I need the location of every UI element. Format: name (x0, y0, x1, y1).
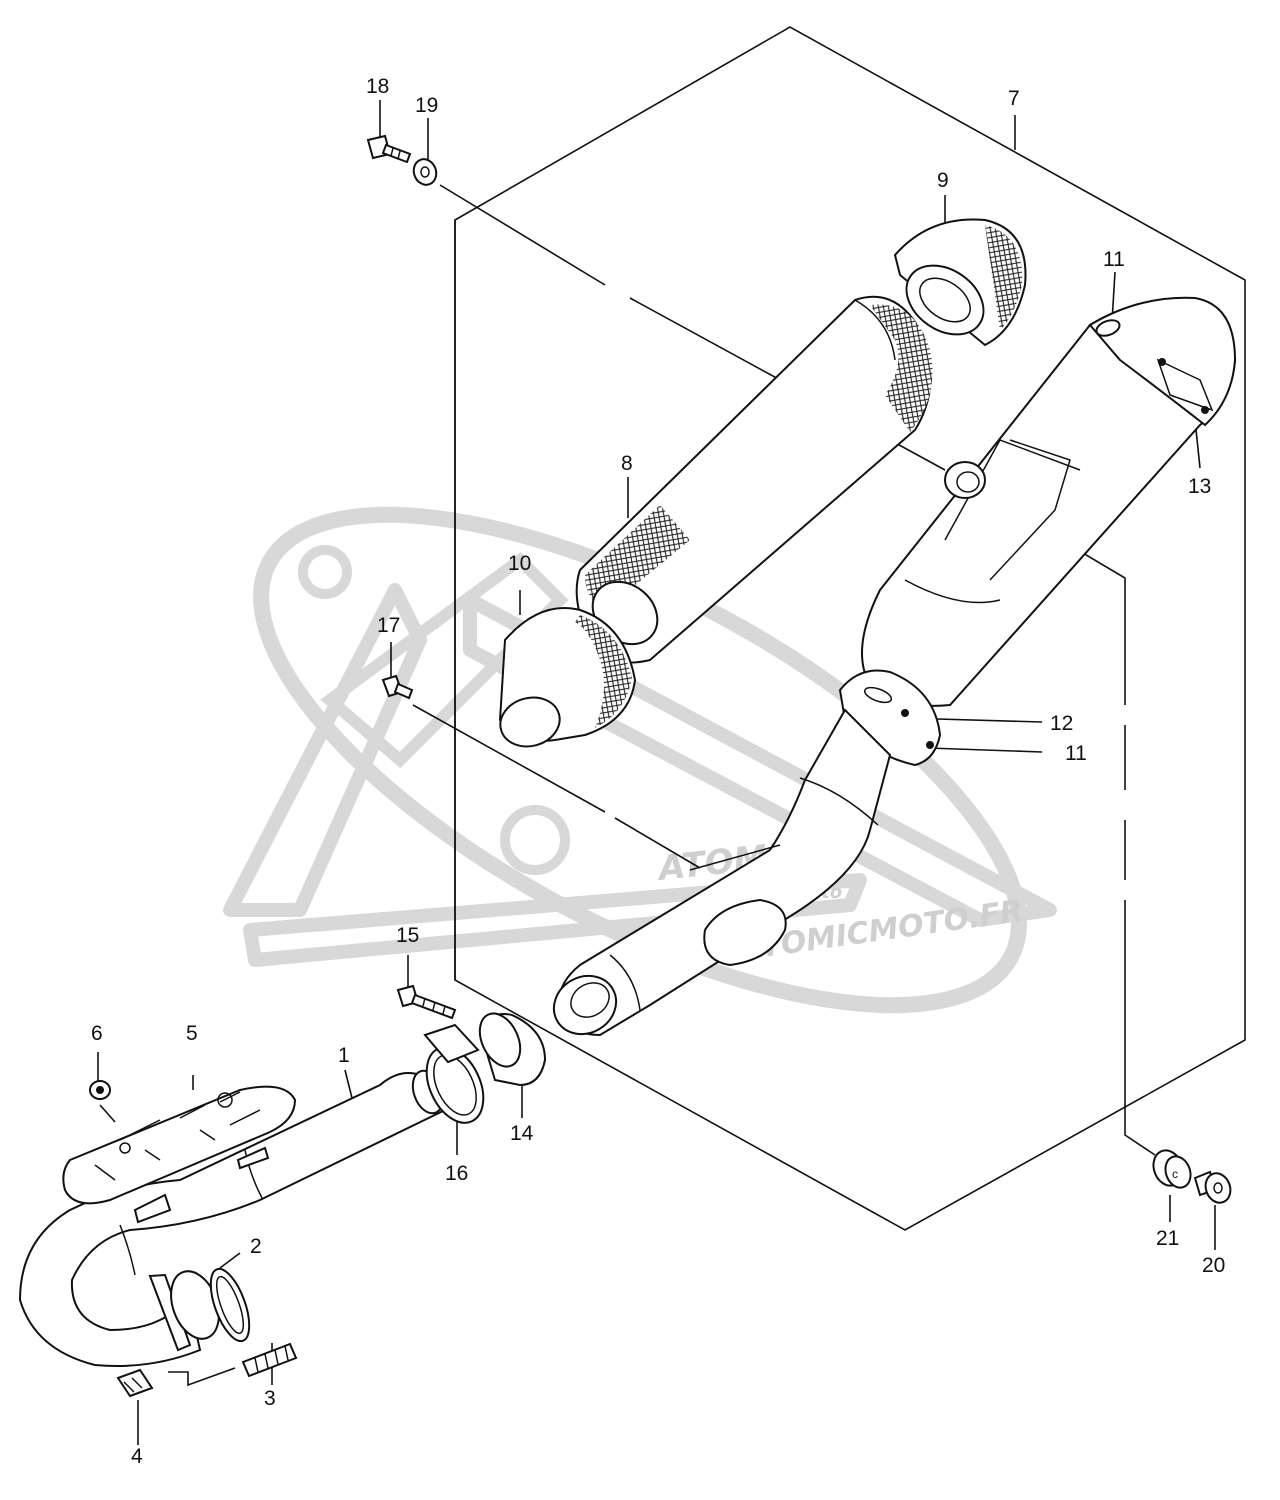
mid-pipe (552, 708, 892, 1037)
callout-2: 2 (250, 1235, 262, 1258)
callout-21: 21 (1156, 1227, 1179, 1250)
callout-1: 1 (338, 1044, 350, 1067)
inlet-cap-10 (498, 607, 637, 748)
nut-4 (116, 1368, 154, 1398)
grommet-21: c (1152, 1149, 1192, 1189)
callout-8: 8 (621, 452, 633, 475)
nut-6 (89, 1080, 111, 1100)
header-pipe-1 (18, 1069, 448, 1367)
silencer-sleeve-8 (575, 295, 933, 664)
callout-7: 7 (1008, 87, 1020, 110)
callout-17: 17 (377, 614, 400, 637)
callout-3: 3 (264, 1387, 276, 1410)
svg-text:c: c (1172, 1167, 1178, 1181)
gasket-14 (478, 1012, 547, 1087)
callout-12: 12 (1050, 712, 1073, 735)
collar-20 (1193, 1170, 1232, 1204)
callout-5: 5 (186, 1022, 198, 1045)
callout-14: 14 (510, 1122, 534, 1145)
callout-20: 20 (1202, 1254, 1225, 1277)
callout-15: 15 (396, 924, 419, 947)
callout-19: 19 (415, 94, 438, 117)
bolt-17 (381, 674, 414, 700)
callout-9: 9 (937, 169, 949, 192)
callout-labels: 1 2 3 4 5 6 7 8 9 10 11 11 12 13 14 15 1… (91, 75, 1225, 1468)
stud-3 (241, 1342, 298, 1378)
leader-lines (97, 100, 1216, 1445)
callout-11-bottom: 11 (1065, 742, 1087, 765)
bolt-18 (366, 134, 412, 164)
callout-4: 4 (131, 1445, 143, 1468)
bolt-15 (396, 984, 457, 1020)
washer-19 (412, 158, 438, 186)
callout-18: 18 (366, 75, 389, 98)
callout-13: 13 (1188, 475, 1211, 498)
callout-16: 16 (445, 1162, 468, 1185)
callout-6: 6 (91, 1022, 103, 1045)
callout-10: 10 (508, 552, 531, 575)
muffler-assembly-box (454, 26, 1246, 1231)
callout-11-top: 11 (1103, 248, 1125, 271)
heat-shield-5 (62, 1085, 297, 1224)
clamp-16 (423, 1023, 485, 1124)
end-cap-9 (893, 218, 1027, 347)
